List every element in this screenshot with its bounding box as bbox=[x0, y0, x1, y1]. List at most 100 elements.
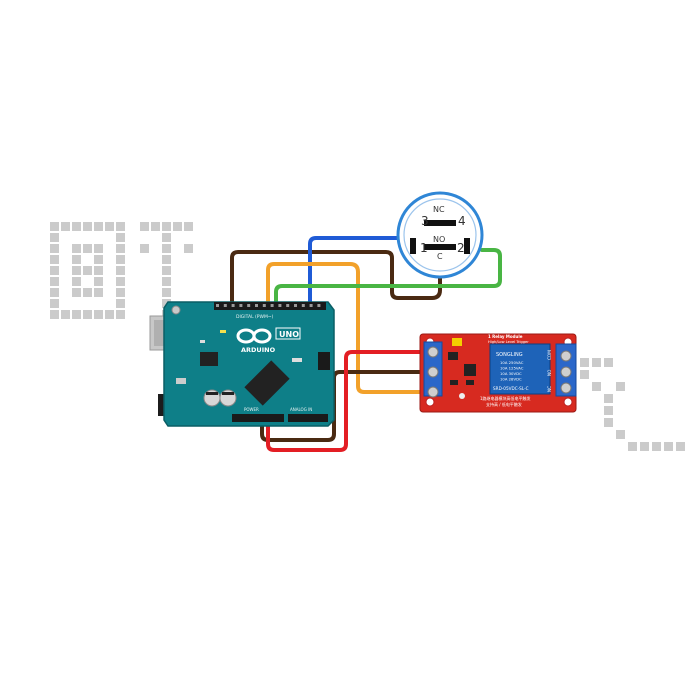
watermark-block bbox=[116, 299, 125, 308]
watermark-block bbox=[50, 288, 59, 297]
watermark-block bbox=[50, 255, 59, 264]
songling-relay bbox=[489, 343, 551, 395]
switch-contact-no bbox=[424, 244, 456, 250]
watermark-block bbox=[592, 382, 601, 391]
switch-outer-ring bbox=[396, 191, 484, 279]
watermark-block bbox=[116, 310, 125, 319]
watermark-block bbox=[173, 222, 182, 231]
watermark-block bbox=[50, 233, 59, 242]
watermark-block bbox=[151, 222, 160, 231]
watermark-block bbox=[105, 222, 114, 231]
watermark-block bbox=[94, 310, 103, 319]
watermark-block bbox=[162, 233, 171, 242]
relay-model-text: SRD-05VDC-SL-C bbox=[493, 386, 529, 391]
watermark-block bbox=[50, 310, 59, 319]
header-pin bbox=[216, 304, 219, 307]
reset-button bbox=[171, 305, 181, 315]
relay-title-line2: High/Low Level Trigger bbox=[488, 340, 529, 344]
watermark-block bbox=[50, 222, 59, 231]
watermark-block bbox=[50, 277, 59, 286]
watermark-block bbox=[616, 430, 625, 439]
watermark-block bbox=[616, 382, 625, 391]
relay-brand-text: SONGLING bbox=[496, 352, 523, 358]
relay-rating-text: 10A 28VDC bbox=[500, 377, 522, 382]
usb-chip bbox=[200, 352, 218, 366]
relay-chinese-line2: 支持高 / 低电平触发 bbox=[486, 401, 522, 407]
silk-digital-label: DIGITAL (PWM~) bbox=[236, 314, 274, 320]
switch-pin-1: 1 bbox=[420, 241, 428, 255]
watermark-block bbox=[116, 233, 125, 242]
relay-side-label: NC bbox=[547, 386, 552, 392]
watermark-block bbox=[116, 266, 125, 275]
header-pin bbox=[294, 304, 297, 307]
watermark-block bbox=[94, 255, 103, 264]
header-pin bbox=[309, 304, 313, 307]
atmega-chip bbox=[244, 360, 290, 406]
switch-pin-3: 3 bbox=[421, 214, 429, 228]
header-pin bbox=[247, 304, 251, 307]
watermark-block bbox=[50, 244, 59, 253]
watermark-block bbox=[94, 222, 103, 231]
watermark-block bbox=[72, 244, 81, 253]
analog-header bbox=[288, 414, 328, 422]
black-wire-gnd-to-relay bbox=[260, 370, 436, 442]
header-pin bbox=[262, 304, 266, 307]
header-pin bbox=[278, 304, 282, 307]
switch-label-c: C bbox=[437, 252, 443, 261]
power-header bbox=[232, 414, 284, 422]
icsp-header bbox=[318, 352, 330, 370]
watermark-block bbox=[72, 277, 81, 286]
header-pin bbox=[270, 304, 274, 307]
watermark-block bbox=[50, 299, 59, 308]
watermark-block bbox=[61, 310, 70, 319]
watermark-block bbox=[162, 266, 171, 275]
relay-side-label: COM bbox=[547, 350, 552, 360]
watermark-block bbox=[50, 266, 59, 275]
header-pin bbox=[286, 304, 290, 307]
watermark-block bbox=[140, 222, 149, 231]
watermark-pixel-logo bbox=[50, 222, 685, 451]
watermark-block bbox=[604, 406, 613, 415]
wires bbox=[230, 236, 502, 452]
watermark-block bbox=[83, 244, 92, 253]
header-pin bbox=[239, 304, 243, 307]
switch-label-nc: NC bbox=[433, 205, 445, 214]
header-pin bbox=[223, 304, 227, 307]
watermark-block bbox=[604, 358, 613, 367]
watermark-block bbox=[94, 277, 103, 286]
watermark-block bbox=[676, 442, 685, 451]
watermark-block bbox=[604, 394, 613, 403]
switch-pin-4: 4 bbox=[458, 214, 466, 228]
watermark-block bbox=[72, 222, 81, 231]
watermark-block bbox=[184, 222, 193, 231]
watermark-block bbox=[116, 244, 125, 253]
relay-chinese-line1: 1路继电器模块高低电平触发 bbox=[480, 395, 531, 401]
header-pin bbox=[317, 304, 321, 307]
header-pin bbox=[301, 304, 305, 307]
watermark-block bbox=[580, 370, 589, 379]
watermark-block bbox=[72, 310, 81, 319]
arduino-brand-text: ARDUINO bbox=[241, 346, 276, 354]
watermark-block bbox=[72, 266, 81, 275]
watermark-block bbox=[83, 222, 92, 231]
switch-label-no: NO bbox=[433, 235, 445, 244]
jumper bbox=[452, 338, 462, 346]
relay-rating-text: 10A 250VAC bbox=[500, 360, 524, 365]
header-pin bbox=[255, 304, 258, 307]
uno-model-text: UNO bbox=[279, 330, 299, 339]
silk-analog-label: ANALOG IN bbox=[290, 407, 312, 412]
watermark-block bbox=[72, 288, 81, 297]
watermark-block bbox=[162, 222, 171, 231]
watermark-block bbox=[61, 222, 70, 231]
watermark-block bbox=[162, 288, 171, 297]
watermark-block bbox=[652, 442, 661, 451]
watermark-block bbox=[140, 244, 149, 253]
watermark-block bbox=[604, 418, 613, 427]
silk-power-label: POWER bbox=[244, 407, 259, 412]
watermark-block bbox=[580, 358, 589, 367]
watermark-block bbox=[116, 255, 125, 264]
watermark-block bbox=[83, 266, 92, 275]
relay-side-label: NO bbox=[547, 369, 552, 376]
